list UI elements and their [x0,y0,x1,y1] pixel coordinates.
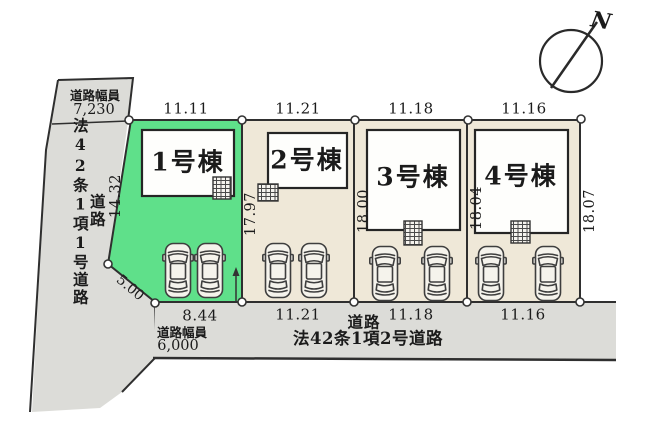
left-road-left-edge [29,79,59,413]
building-4-label: 4号棟 [484,161,558,191]
bottom-road-law-label: 法42条1項2号道路 [293,328,443,348]
building-2 [266,131,349,190]
dim-left-depth: 14.32 [107,173,124,219]
building-4 [473,128,570,235]
left-road [32,78,155,412]
left-road-border [57,76,135,122]
car-icon [261,242,295,299]
left-road-name-label: 道路 [87,193,107,229]
bottom-road-bottom-edge [152,356,617,362]
bottom-road-width-value: 6,000 [157,337,199,354]
car-icon [474,245,508,302]
porch-4 [510,220,531,244]
dim-bottom-lot2: 11.21 [275,305,321,324]
car-icon [162,242,194,299]
building-3-label: 3号棟 [376,162,450,192]
left-road-width-line [51,120,129,125]
left-road-law-label: 法42条1項1号道路 [70,117,90,307]
dim-side-4: 18.07 [581,188,598,234]
building-2-label: 2号棟 [270,145,344,175]
dim-side-2: 18.00 [355,188,372,234]
dim-bottom-lot1: 8.44 [182,306,218,325]
car-icon [368,245,402,302]
car-icon [531,245,565,302]
bottom-road [153,302,616,360]
compass-icon [538,21,604,94]
compass-north-label: N [588,6,614,36]
dim-top-lot2: 11.21 [275,99,321,118]
porch-1 [212,176,232,200]
porch-3 [403,220,423,246]
car-icon [420,245,454,302]
dim-bottom-lot4: 11.16 [500,305,546,324]
bottom-road-width-label: 道路幅員 [156,324,208,340]
left-road-width-label: 道路幅員 [69,87,121,103]
car-icon [297,242,331,299]
porch-2 [257,183,279,202]
building-3 [365,128,462,232]
dim-bottom-lot3: 11.18 [388,305,434,324]
dim-top-lot3: 11.18 [388,99,434,118]
boundary-markers [103,114,586,308]
dim-top-lot4: 11.16 [501,99,547,118]
left-road-width-value: 7,230 [73,101,115,118]
dim-side-1: 17.97 [242,191,259,237]
entrance-arrow-icon [232,267,240,302]
bottom-road-name-label: 道路 [347,312,381,332]
dim-top-lot1: 11.11 [163,99,209,118]
dim-side-3: 18.04 [468,185,485,231]
building-1-label: 1号棟 [151,147,225,177]
car-icon [194,242,226,299]
